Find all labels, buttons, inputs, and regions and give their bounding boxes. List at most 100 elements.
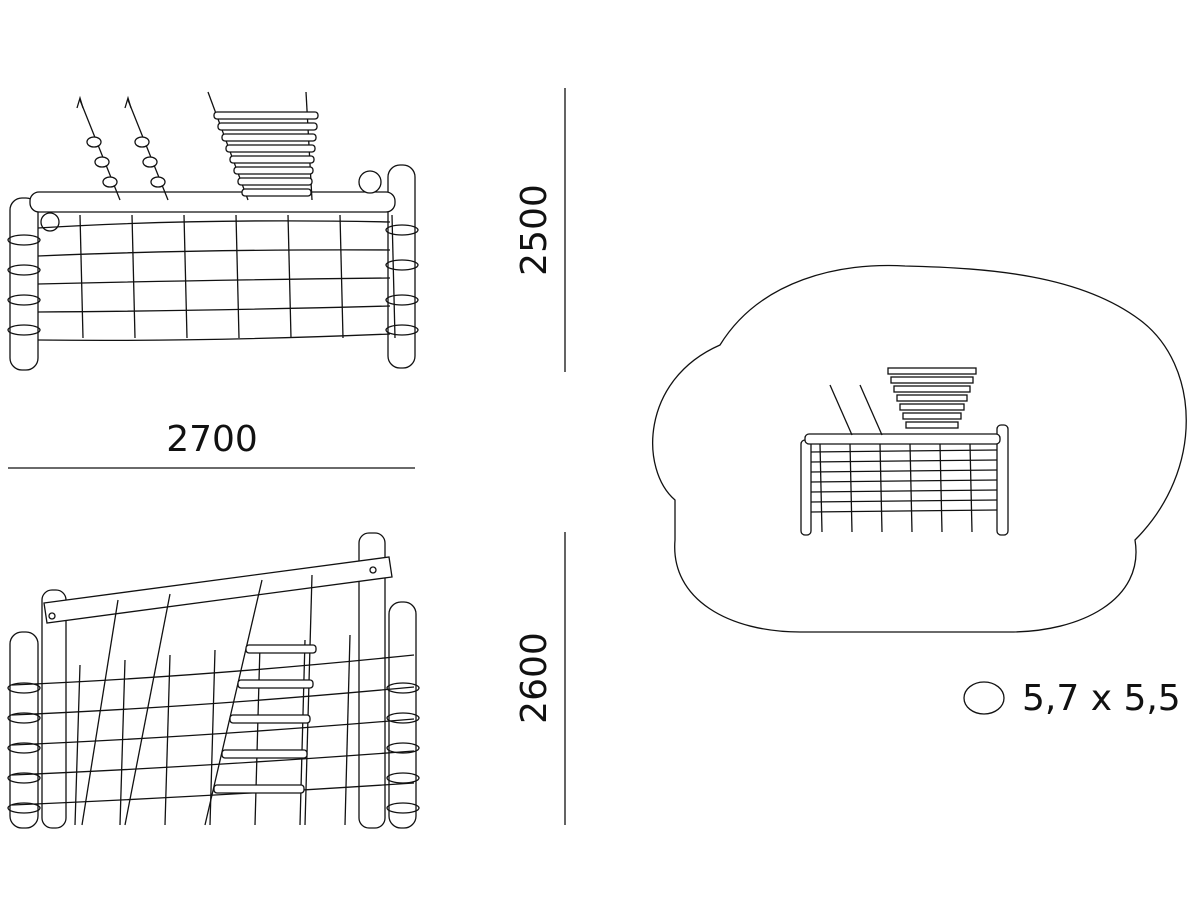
post-wrap <box>386 682 420 694</box>
net-rope <box>810 489 998 493</box>
net-rope <box>299 639 306 826</box>
ladder-rung <box>887 367 977 375</box>
bead <box>150 176 166 188</box>
ladder-rung <box>229 155 315 164</box>
net-rope <box>11 782 415 806</box>
post-wrap <box>7 682 41 694</box>
ladder-rung <box>221 133 317 142</box>
climbing-net <box>7 214 419 342</box>
net-rope <box>164 654 171 826</box>
arrow-tip <box>76 95 84 109</box>
net-rope <box>11 750 415 776</box>
ladder-rung <box>229 714 311 724</box>
post <box>41 589 67 829</box>
net-rope <box>119 659 126 826</box>
net-rope <box>37 305 391 313</box>
bead <box>94 156 110 168</box>
front-view <box>7 91 419 371</box>
post-wrap <box>7 234 41 246</box>
post-wrap <box>386 712 420 724</box>
net-rope <box>810 479 998 483</box>
ladder-rung <box>241 188 312 197</box>
post <box>800 439 812 536</box>
ladder-rung <box>221 749 308 759</box>
rope <box>304 574 313 826</box>
post-wrap <box>385 224 419 236</box>
net-rope <box>235 214 240 339</box>
side-height-dimension: 2600 <box>514 632 555 724</box>
net-rope <box>391 214 396 339</box>
net-rope <box>131 214 136 339</box>
post <box>9 631 39 829</box>
rope <box>829 384 853 436</box>
net-rope <box>37 220 391 229</box>
net-rope <box>37 333 391 342</box>
area-symbol-icon <box>963 681 1005 715</box>
ladder-rung <box>213 784 305 794</box>
left-post <box>9 197 39 371</box>
ladder-rung <box>233 166 314 175</box>
rope-ladder <box>207 91 319 201</box>
bolt <box>358 170 382 194</box>
post-wrap <box>7 742 41 754</box>
bead <box>134 136 150 148</box>
post-wrap <box>7 712 41 724</box>
post-wrap <box>386 772 420 784</box>
ladder-rung <box>217 122 318 131</box>
ladder-rung <box>902 412 962 420</box>
post-wrap <box>7 802 41 814</box>
net-rope <box>849 443 853 533</box>
post <box>388 601 417 829</box>
post-wrap <box>385 294 419 306</box>
net-rope <box>810 449 998 453</box>
net-rope <box>11 718 415 746</box>
net-rope <box>11 654 415 686</box>
net-rope <box>810 459 998 463</box>
rope <box>124 593 171 826</box>
rope <box>204 579 263 826</box>
safety-area-outline <box>652 264 1187 633</box>
post-wrap <box>7 324 41 336</box>
net-rope <box>819 443 823 533</box>
net-rope <box>969 443 973 533</box>
net-rope <box>37 249 391 257</box>
side-view <box>7 532 420 829</box>
bolt <box>48 612 56 620</box>
net-rope <box>74 664 81 826</box>
net-rope <box>183 214 188 339</box>
ladder-rung <box>245 644 317 654</box>
net-rope <box>209 649 216 826</box>
net-rope <box>909 443 913 533</box>
slanted-beam <box>43 556 393 624</box>
ladder-rung <box>237 679 314 689</box>
ladder-rung <box>905 421 959 429</box>
bead-ropes <box>76 95 169 201</box>
post-wrap <box>385 259 419 271</box>
ladder-rung <box>237 177 313 186</box>
ladder-rung <box>225 144 316 153</box>
ladder-rung <box>896 394 968 402</box>
top-beam <box>29 191 396 213</box>
net-rope <box>287 214 292 339</box>
net-rope <box>11 686 415 716</box>
beam <box>804 433 1001 445</box>
ladder-rung <box>213 111 319 120</box>
bead <box>102 176 118 188</box>
width-dimension: 2700 <box>166 419 258 460</box>
net-rope <box>339 214 344 339</box>
plan-view-equipment <box>800 367 1009 536</box>
post-wrap <box>7 294 41 306</box>
net-rope <box>79 214 84 339</box>
post-wrap <box>7 772 41 784</box>
net-rope <box>810 509 998 513</box>
net-rope <box>810 499 998 503</box>
rope <box>81 599 119 826</box>
net-rope <box>344 634 351 826</box>
net-rope <box>37 277 391 285</box>
ladder-rung <box>899 403 965 411</box>
net-rope <box>879 443 883 533</box>
ladder-rung <box>893 385 971 393</box>
net-rope <box>939 443 943 533</box>
bolt <box>369 566 377 574</box>
